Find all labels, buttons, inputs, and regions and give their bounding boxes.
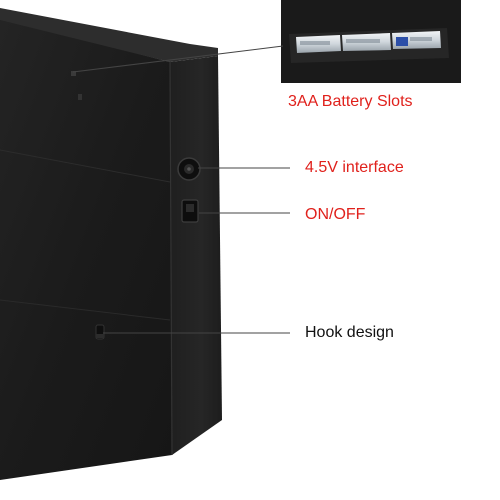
callout-label-battery-slots: 3AA Battery Slots (288, 93, 413, 110)
callout-label-hook: Hook design (305, 324, 394, 341)
dc-jack-icon (177, 157, 201, 181)
battery-box (0, 8, 222, 480)
box-side-face (170, 56, 222, 455)
battery-icon (296, 35, 341, 53)
battery-icon (392, 31, 441, 49)
panel-seam (0, 149, 171, 183)
rocker-switch-icon (181, 199, 199, 223)
battery-slots-inset (281, 0, 461, 83)
callout-lines (72, 45, 290, 334)
callout-label-onoff: ON/OFF (305, 206, 366, 223)
callout-label-interface: 4.5V interface (305, 159, 404, 176)
box-edge-highlight (169, 61, 173, 456)
callout-line-battery (72, 45, 284, 73)
battery-icon (342, 33, 391, 51)
panel-seam (0, 299, 171, 321)
hook-slot-icon (95, 324, 105, 340)
box-front-face (0, 18, 172, 480)
screw-mark-icon (78, 94, 82, 100)
box-top-edge (0, 8, 218, 62)
screw-mark-icon (71, 71, 76, 76)
